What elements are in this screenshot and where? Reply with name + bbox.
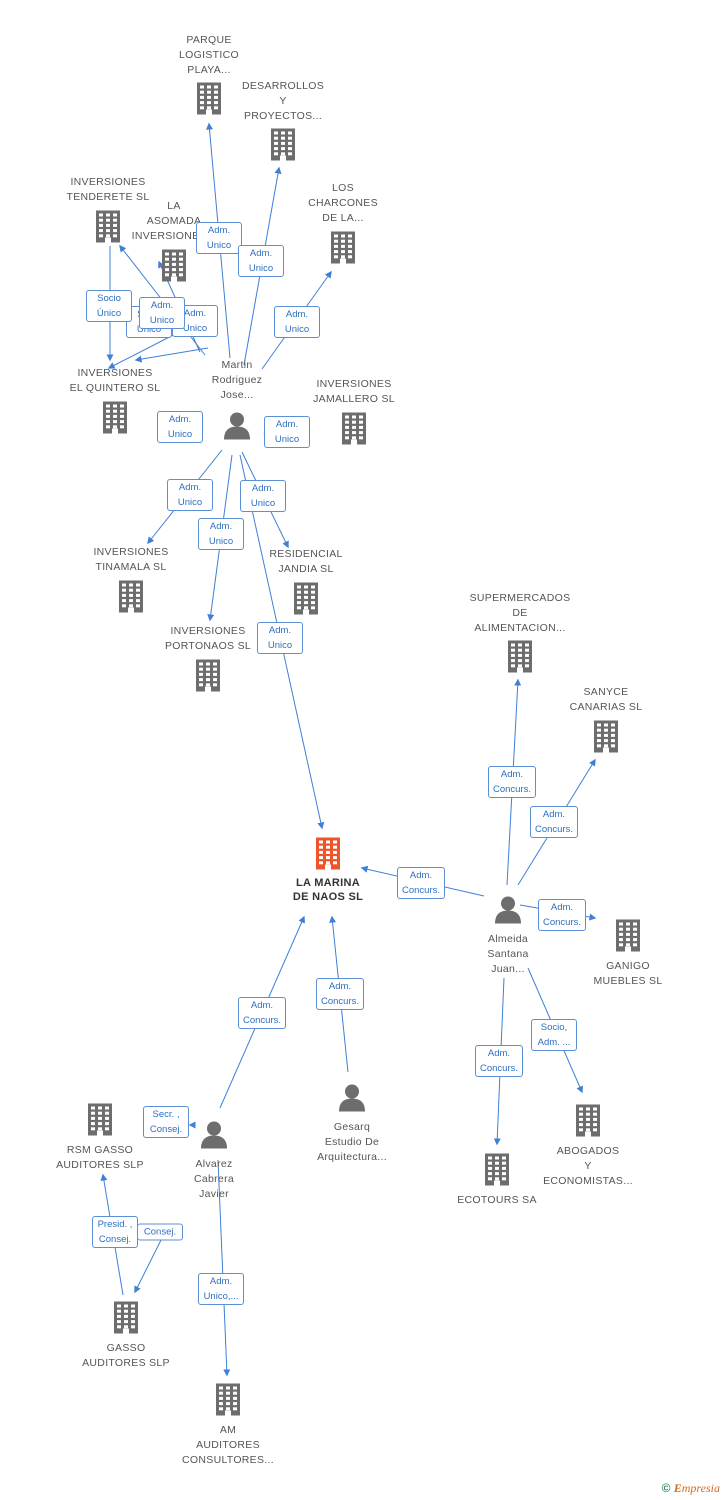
- relation-badge-residencial[interactable]: Adm. Unico: [240, 480, 286, 512]
- building-icon: [102, 401, 128, 440]
- building-icon: [330, 231, 356, 270]
- building-icon: [615, 919, 641, 958]
- company-label: INVERSIONES TINAMALA SL: [93, 546, 169, 573]
- person-icon: [493, 895, 523, 930]
- company-label: ECOTOURS SA: [457, 1194, 537, 1206]
- relation-edge: [134, 347, 209, 363]
- relation-badge-jamallero[interactable]: Adm. Unico: [264, 416, 310, 448]
- company-label: AM AUDITORES CONSULTORES...: [182, 1424, 274, 1466]
- brand-name: mpresia: [681, 1481, 720, 1495]
- building-icon: [161, 249, 187, 288]
- person-icon: [199, 1120, 229, 1155]
- company-label: GASSO AUDITORES SLP: [82, 1342, 170, 1369]
- building-icon: [270, 128, 296, 167]
- relation-badge-asomada[interactable]: Adm. Unico: [139, 297, 185, 329]
- brand-initial: E: [673, 1481, 682, 1495]
- relation-badge-desarrollos[interactable]: Adm. Unico: [238, 245, 284, 277]
- company-label: INVERSIONES JAMALLERO SL: [313, 378, 395, 405]
- relation-badge-charcones[interactable]: Adm. Unico: [274, 306, 320, 338]
- building-icon: [215, 1383, 241, 1422]
- relation-badge-sanyce[interactable]: Adm. Concurs.: [529, 806, 579, 838]
- relation-badge-tinamala[interactable]: Adm. Unico: [167, 479, 213, 511]
- company-label: LA ASOMADA INVERSIONES...: [131, 200, 217, 242]
- building-icon: [118, 580, 144, 619]
- relation-badge-lamarina-martin[interactable]: Adm. Unico: [257, 622, 303, 654]
- company-label: RESIDENCIAL JANDIA SL: [269, 548, 343, 575]
- person-icon: [337, 1083, 367, 1118]
- company-label: GANIGO MUEBLES SL: [593, 960, 663, 987]
- person-label: Martin Rodriguez Jose...: [211, 359, 263, 401]
- company-label: ABOGADOS Y ECONOMISTAS...: [543, 1145, 633, 1187]
- building-icon: [315, 837, 341, 876]
- relation-badge-tenderete[interactable]: Socio Único: [86, 290, 132, 322]
- building-icon: [593, 720, 619, 759]
- building-icon: [575, 1104, 601, 1143]
- relation-badge-gesarq[interactable]: Adm. Concurs.: [315, 978, 365, 1010]
- building-icon: [195, 659, 221, 698]
- relation-badge-consej[interactable]: Consej.: [137, 1223, 183, 1241]
- relation-badge-presid[interactable]: Presid. , Consej.: [92, 1216, 138, 1248]
- company-label: PARQUE LOGISTICO PLAYA...: [179, 34, 239, 76]
- empresia-credit: © Empresia: [662, 1481, 720, 1496]
- building-icon: [341, 412, 367, 451]
- relation-badge-ecotours[interactable]: Adm. Concurs.: [474, 1045, 524, 1077]
- relation-badge-abogados[interactable]: Socio, Adm. ...: [531, 1019, 577, 1051]
- company-label: INVERSIONES TENDERETE SL: [66, 176, 150, 203]
- relation-badge-quintero[interactable]: Adm. Unico: [157, 411, 203, 443]
- building-icon: [293, 582, 319, 621]
- building-icon: [484, 1153, 510, 1192]
- relation-badge-secr[interactable]: Secr. , Consej.: [143, 1106, 189, 1138]
- company-label: INVERSIONES EL QUINTERO SL: [69, 367, 161, 394]
- person-label: Gesarq Estudio De Arquitectura...: [317, 1121, 387, 1163]
- company-label: RSM GASSO AUDITORES SLP: [56, 1144, 144, 1171]
- building-icon: [87, 1103, 113, 1142]
- person-label: Alvarez Cabrera Javier: [193, 1158, 235, 1200]
- company-label: INVERSIONES PORTONAOS SL: [164, 625, 252, 652]
- relation-badge-alvarez[interactable]: Adm. Concurs.: [237, 997, 287, 1029]
- company-label: SUPERMERCADOS DE ALIMENTACION...: [469, 592, 571, 634]
- relation-badge-portonaos[interactable]: Adm. Unico: [198, 518, 244, 550]
- relation-edge: [134, 1231, 166, 1294]
- company-label: DESARROLLOS Y PROYECTOS...: [241, 80, 325, 122]
- relation-badge-lamarina-almeida[interactable]: Adm. Concurs.: [396, 867, 446, 899]
- relation-edge: [217, 1159, 231, 1377]
- person-icon: [222, 411, 252, 446]
- person-label: Almeida Santana Juan...: [487, 933, 529, 975]
- building-icon: [113, 1301, 139, 1340]
- relation-badge-am[interactable]: Adm. Unico,...: [198, 1273, 244, 1305]
- relation-badge-ganigo[interactable]: Adm. Concurs.: [537, 899, 587, 931]
- company-label: SANYCE CANARIAS SL: [569, 686, 643, 713]
- company-label: LA MARINA DE NAOS SL: [292, 877, 364, 903]
- relation-badge-supermercados[interactable]: Adm. Concurs.: [487, 766, 537, 798]
- copyright-symbol: ©: [661, 1481, 671, 1495]
- building-icon: [196, 82, 222, 121]
- building-icon: [95, 210, 121, 249]
- relation-badge-parque[interactable]: Adm. Unico: [196, 222, 242, 254]
- company-label: LOS CHARCONES DE LA...: [308, 182, 378, 224]
- building-icon: [507, 640, 533, 679]
